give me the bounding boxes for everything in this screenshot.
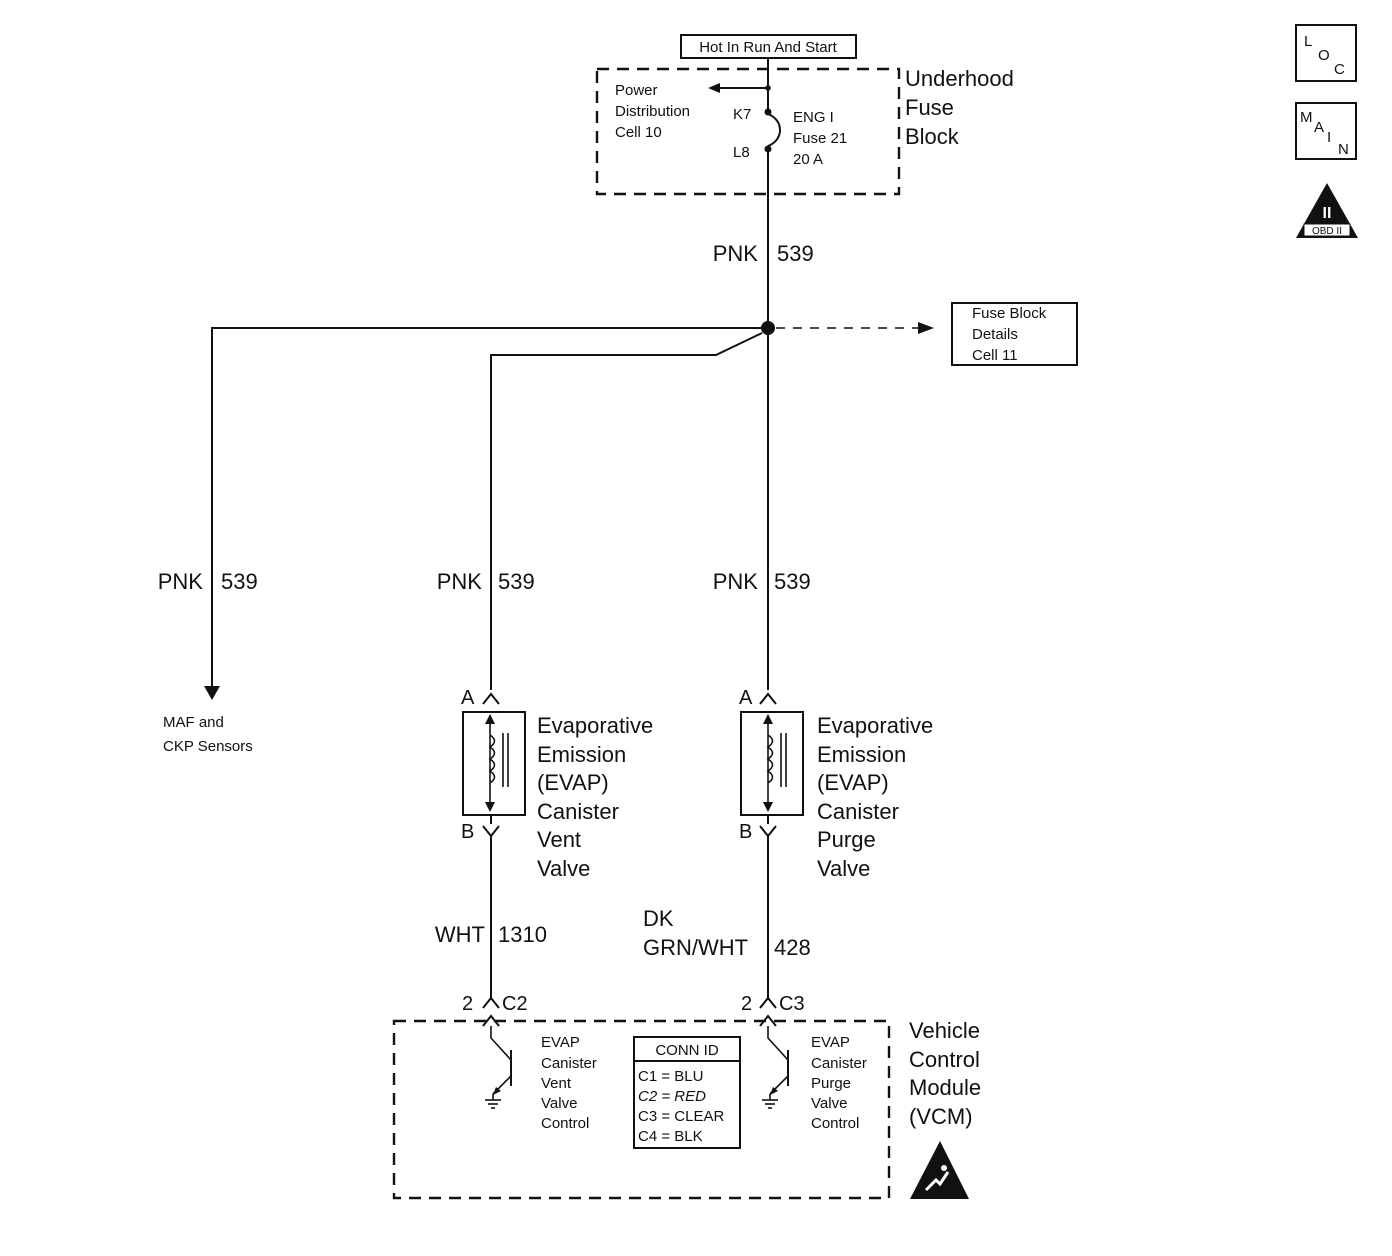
purge-wire-circuit: 539 <box>774 569 811 594</box>
vent-wire-circuit: 539 <box>498 569 535 594</box>
svg-text:M: M <box>1300 109 1313 126</box>
conn-id-row: C2 = RED <box>638 1088 706 1105</box>
svg-text:A: A <box>1314 119 1324 136</box>
connector-male-icon <box>759 1014 777 1027</box>
purge-ctrl-wire-color: DK GRN/WHT <box>643 906 748 960</box>
vent-valve-label: Evaporative Emission (EVAP) Canister Ven… <box>537 713 659 881</box>
obd-ii-icon[interactable]: II OBD II <box>1296 183 1358 238</box>
solenoid-coil-icon <box>488 734 496 784</box>
hot-in-run-start-box: Hot In Run And Start <box>680 34 857 59</box>
svg-text:O: O <box>1318 47 1330 64</box>
esd-warning-icon <box>910 1141 969 1199</box>
purge-vcm-connector: C3 <box>779 993 805 1015</box>
solenoid-coil-icon <box>766 734 774 784</box>
svg-text:N: N <box>1338 141 1349 158</box>
ground-icon <box>762 1099 778 1109</box>
svg-text:I: I <box>1327 129 1331 146</box>
loc-icon[interactable]: L O C <box>1295 24 1357 82</box>
purge-ctrl-wire-circuit: 428 <box>774 935 811 960</box>
purge-pin-a: A <box>739 687 753 709</box>
vent-ctrl-wire-circuit: 1310 <box>498 922 547 947</box>
main-wire-circuit: 539 <box>777 241 814 266</box>
fuse-block-details-box: Fuse Block Details Cell 11 <box>951 302 1078 366</box>
connector-female-icon <box>759 996 777 1009</box>
svg-text:L: L <box>1304 33 1312 50</box>
purge-wire-color: PNK <box>713 569 759 594</box>
evap-purge-valve: A B Evaporative Emission (EVAP) Canister… <box>739 687 939 881</box>
purge-control-label: EVAP Canister Purge Valve Control <box>811 1034 871 1132</box>
main-icon[interactable]: M A I N <box>1295 102 1357 160</box>
connector-female-icon <box>482 692 500 705</box>
fuse-block-details-label: Fuse Block Details Cell 11 <box>972 305 1050 364</box>
connector-male-icon <box>482 1014 500 1027</box>
hot-in-run-start-label: Hot In Run And Start <box>699 39 837 56</box>
pin-k7-label: K7 <box>733 106 751 123</box>
purge-vcm-pin: 2 <box>741 993 752 1015</box>
conn-id-row: C1 = BLU <box>638 1068 703 1085</box>
pin-l8-dot <box>764 145 772 153</box>
connector-female-icon <box>759 692 777 705</box>
conn-id-table: CONN ID C1 = BLU C2 = RED C3 = CLEAR C4 … <box>633 1036 741 1149</box>
svg-text:II: II <box>1323 205 1332 222</box>
arrow-right-icon <box>918 322 934 334</box>
main-wire-color: PNK <box>713 241 759 266</box>
vent-ctrl-wire-color: WHT <box>435 922 485 947</box>
vent-control-label: EVAP Canister Vent Valve Control <box>541 1034 601 1132</box>
conn-id-title: CONN ID <box>655 1042 719 1059</box>
connector-female-icon <box>482 996 500 1009</box>
fuse-icon <box>767 113 781 147</box>
pin-l8-label: L8 <box>733 144 750 161</box>
conn-id-row: C3 = CLEAR <box>638 1108 724 1125</box>
fuse-block-title: Underhood Fuse Block <box>905 66 1020 149</box>
evap-vent-valve: A B Evaporative Emission (EVAP) Canister… <box>461 687 659 881</box>
maf-ckp-branch-wire <box>211 327 761 688</box>
vent-pin-b: B <box>461 821 474 843</box>
connector-male-icon <box>759 825 777 838</box>
vent-branch-wire <box>490 332 763 690</box>
ground-icon <box>485 1099 501 1109</box>
vent-wire-color: PNK <box>437 569 483 594</box>
left-wire-circuit: 539 <box>221 569 258 594</box>
purge-pin-b: B <box>739 821 752 843</box>
vehicle-control-module: Vehicle Control Module (VCM) 2 C2 EVAP C… <box>392 993 987 1200</box>
svg-text:OBD II: OBD II <box>1312 226 1342 237</box>
fuse-21-label: ENG I Fuse 21 20 A <box>793 109 851 168</box>
power-distribution-label: Power Distribution Cell 10 <box>615 82 694 141</box>
vent-pin-a: A <box>461 687 475 709</box>
maf-ckp-label: MAF and CKP Sensors <box>163 714 253 755</box>
connector-male-icon <box>482 825 500 838</box>
vent-vcm-connector: C2 <box>502 993 528 1015</box>
conn-id-row: C4 = BLK <box>638 1128 703 1145</box>
arrow-down-icon <box>204 686 220 700</box>
svg-text:C: C <box>1334 61 1345 78</box>
splice-node <box>761 321 775 335</box>
vcm-title: Vehicle Control Module (VCM) <box>909 1018 987 1129</box>
left-wire-color: PNK <box>158 569 204 594</box>
purge-valve-label: Evaporative Emission (EVAP) Canister Pur… <box>817 713 939 881</box>
underhood-fuse-block: Underhood Fuse Block Power Distribution … <box>595 58 1020 196</box>
vent-vcm-pin: 2 <box>462 993 473 1015</box>
